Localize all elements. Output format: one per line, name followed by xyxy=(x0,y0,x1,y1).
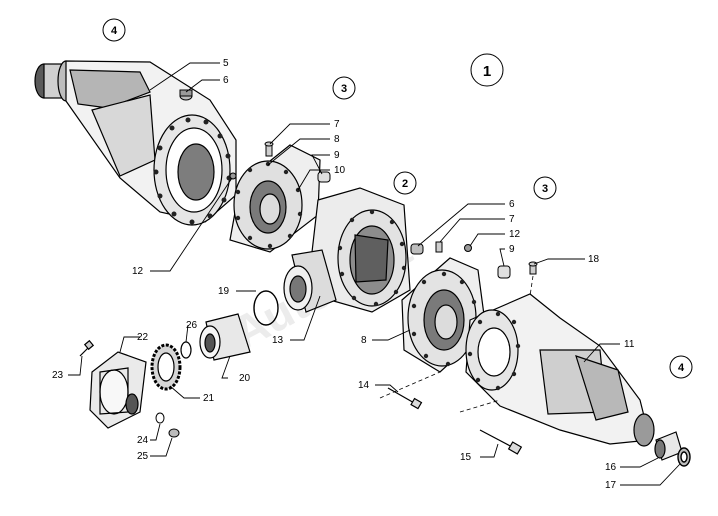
left-axle-housing xyxy=(34,60,237,226)
part-label: 13 xyxy=(272,335,284,346)
part-label: 6 xyxy=(223,75,229,86)
left-brake-plate xyxy=(229,144,321,253)
leader-lines xyxy=(68,62,681,486)
screw-part-7-left xyxy=(264,141,274,157)
shaft-sleeve-part-20 xyxy=(199,313,251,361)
part-label: 12 xyxy=(132,266,144,277)
part-label: 21 xyxy=(203,393,215,404)
part-label: 15 xyxy=(460,452,472,463)
part-label: 26 xyxy=(186,320,198,331)
washer-part-12-right xyxy=(464,244,472,252)
part-label: 19 xyxy=(218,286,230,297)
nut-part-25 xyxy=(168,428,180,438)
part-label: 8 xyxy=(361,335,367,346)
part-label: 6 xyxy=(509,199,515,210)
gear-ring-part-21 xyxy=(150,343,182,391)
part-label: 25 xyxy=(137,451,149,462)
assembly-number-label: 1 xyxy=(470,53,504,87)
part-label: 24 xyxy=(137,435,149,446)
seal-ring-part-19 xyxy=(253,290,279,326)
screw-part-7-right xyxy=(435,241,443,253)
pin-part-9-left xyxy=(317,171,331,183)
svg-text:2: 2 xyxy=(402,178,408,190)
group-label-4-right: 4 xyxy=(669,355,693,379)
right-brake-plate xyxy=(401,257,487,373)
washer-part-12-left xyxy=(229,172,237,180)
plug-part-6-left xyxy=(179,89,193,101)
bolt-part-15 xyxy=(479,429,523,455)
part-label: 22 xyxy=(137,332,149,343)
seal-part-17 xyxy=(677,447,691,467)
part-label: 14 xyxy=(358,380,370,391)
part-label: 17 xyxy=(605,480,617,491)
assembly-guide-lines xyxy=(379,275,534,413)
part-label: 8 xyxy=(334,134,340,145)
svg-text:4: 4 xyxy=(111,25,118,37)
part-label: 20 xyxy=(239,373,251,384)
right-axle-housing xyxy=(465,293,655,447)
part-label: 7 xyxy=(509,214,515,225)
fitting-part-18 xyxy=(528,261,538,275)
part-label: 5 xyxy=(223,58,229,69)
part-label: 18 xyxy=(588,254,600,265)
part-label: 7 xyxy=(334,119,340,130)
group-label-3-right: 3 xyxy=(533,176,557,200)
svg-text:1: 1 xyxy=(483,63,491,80)
group-label-4-left: 4 xyxy=(102,18,126,42)
part-label: 9 xyxy=(334,150,340,161)
part-label: 16 xyxy=(605,462,617,473)
svg-text:3: 3 xyxy=(341,83,347,95)
washer-part-24 xyxy=(155,412,165,424)
part-label: 23 xyxy=(52,370,64,381)
group-label-2: 2 xyxy=(393,171,417,195)
o-ring-part-26 xyxy=(180,341,192,359)
cover-flange-part-22 xyxy=(89,351,147,429)
part-label: 9 xyxy=(509,244,515,255)
svg-text:4: 4 xyxy=(678,362,685,374)
part-label: 12 xyxy=(509,229,521,240)
part-label: 11 xyxy=(624,339,635,350)
plug-part-6-right xyxy=(410,243,424,255)
central-differential-housing xyxy=(283,187,411,313)
svg-text:3: 3 xyxy=(542,183,548,195)
bolt-part-23 xyxy=(79,339,95,357)
group-label-3-left: 3 xyxy=(332,76,356,100)
bolt-part-14 xyxy=(387,387,423,410)
part-label: 10 xyxy=(334,165,346,176)
pin-part-9-right xyxy=(497,265,511,279)
part-labels: 5 6 7 8 9 10 12 19 26 22 13 23 21 20 24 … xyxy=(52,58,635,491)
